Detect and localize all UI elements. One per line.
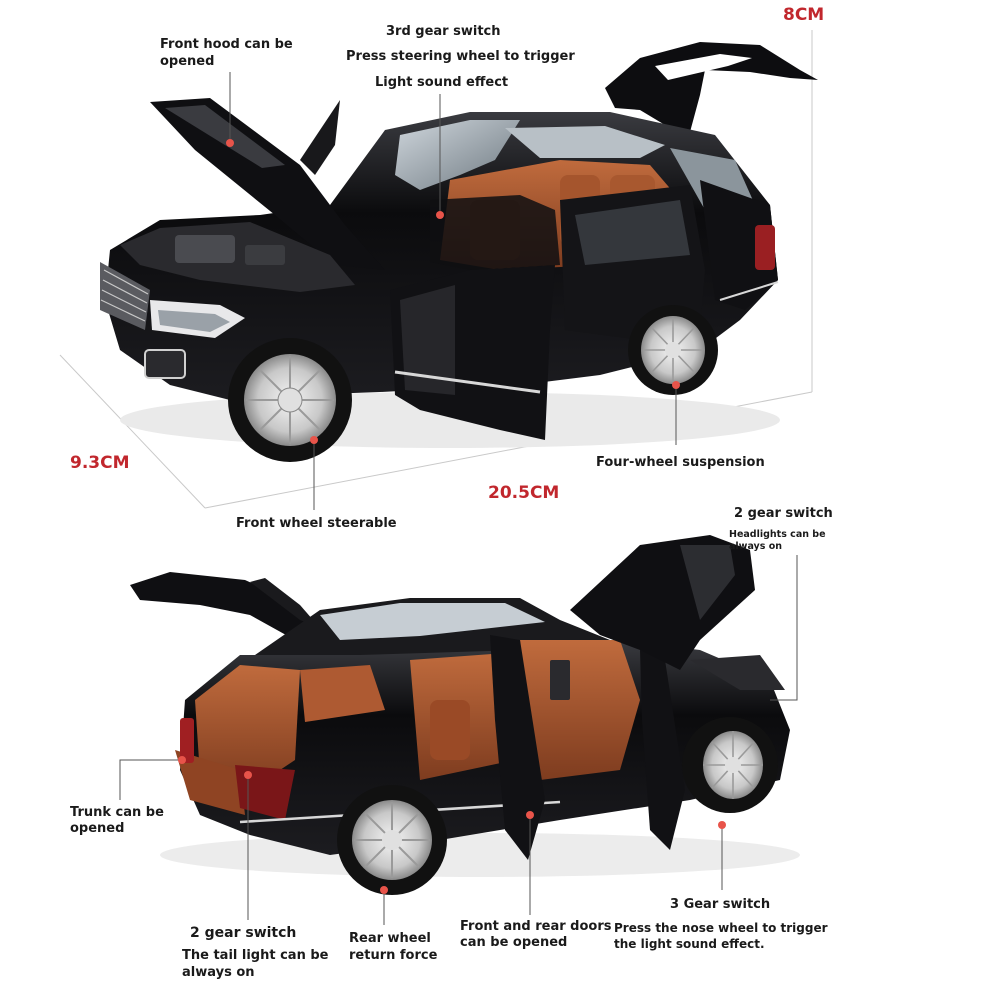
rear-tailgate-bottom [130,572,320,640]
gear2-right-desc-1: Headlights can be [729,529,826,540]
four-wheel-suspension-label: Four-wheel suspension [596,455,765,470]
gear2-right-title: 2 gear switch [734,506,833,521]
gear3-bottom-desc-1: Press the nose wheel to trigger [614,921,828,935]
leader-dot [380,886,388,894]
height-dimension-label: 8CM [783,5,825,25]
front-grille [100,262,150,330]
rear-tailgate [605,42,818,132]
gear3-bottom-desc-2: the light sound effect. [614,937,765,951]
rear-wheel-label-1: Rear wheel [349,931,431,946]
front-wheel-steerable-label: Front wheel steerable [236,516,397,531]
leader-lines-bottom [119,555,798,925]
rear-wheel-label-2: return force [349,948,438,963]
top-car [59,30,818,510]
rear-door-open-bottom [490,635,545,860]
length-dimension-label: 20.5CM [488,483,560,503]
leader-dot [718,821,726,829]
front-hood-label: Front hood can be opened [160,36,300,70]
gear3-press-label: Press steering wheel to trigger [346,49,575,64]
leader-dot [310,436,318,444]
leader-dot [436,211,444,219]
gear2-left-title: 2 gear switch [190,925,297,941]
width-dimension-label: 9.3CM [70,453,130,473]
leader-dot [672,381,680,389]
gear3-effect-label: Light sound effect [375,75,509,90]
leader-dot [178,756,186,764]
front-hood-open [150,98,385,270]
leader-dot [526,811,534,819]
trunk-label-1: Trunk can be [70,805,164,820]
gear2-right-desc-2: always on [729,541,783,552]
front-door-open-bottom [640,650,685,850]
bottom-car [119,535,800,925]
leader-dot [226,139,234,147]
leader-lines-top [229,72,677,510]
gear3-title-label: 3rd gear switch [386,24,501,39]
gear3-bottom-title: 3 Gear switch [670,897,771,912]
gear2-left-desc-1: The tail light can be [182,948,329,963]
leader-dot [244,771,252,779]
doors-label-1: Front and rear doors [460,919,612,934]
front-hood-text: Front hood can be opened [160,37,293,69]
trunk-label-2: opened [70,821,125,836]
doors-label-2: can be opened [460,935,568,950]
gear2-left-desc-2: always on [182,965,255,980]
